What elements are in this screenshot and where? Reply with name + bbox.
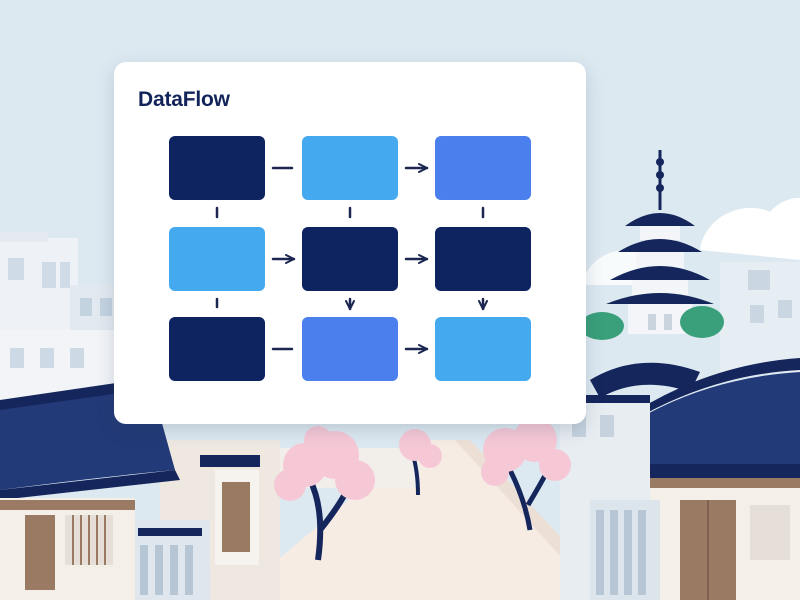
flow-node-r2c3[interactable] (435, 227, 531, 291)
flow-node-r2c2[interactable] (302, 227, 398, 291)
flow-node-r3c2[interactable] (302, 317, 398, 381)
diagram-title: DataFlow (138, 88, 230, 111)
flow-node-r3c1[interactable] (169, 317, 265, 381)
flow-node-r3c3[interactable] (435, 317, 531, 381)
dataflow-card: DataFlow (114, 62, 586, 424)
flow-diagram (169, 136, 531, 381)
flow-node-r1c1[interactable] (169, 136, 265, 200)
flow-node-r2c1[interactable] (169, 227, 265, 291)
flow-node-r1c3[interactable] (435, 136, 531, 200)
flow-node-r1c2[interactable] (302, 136, 398, 200)
